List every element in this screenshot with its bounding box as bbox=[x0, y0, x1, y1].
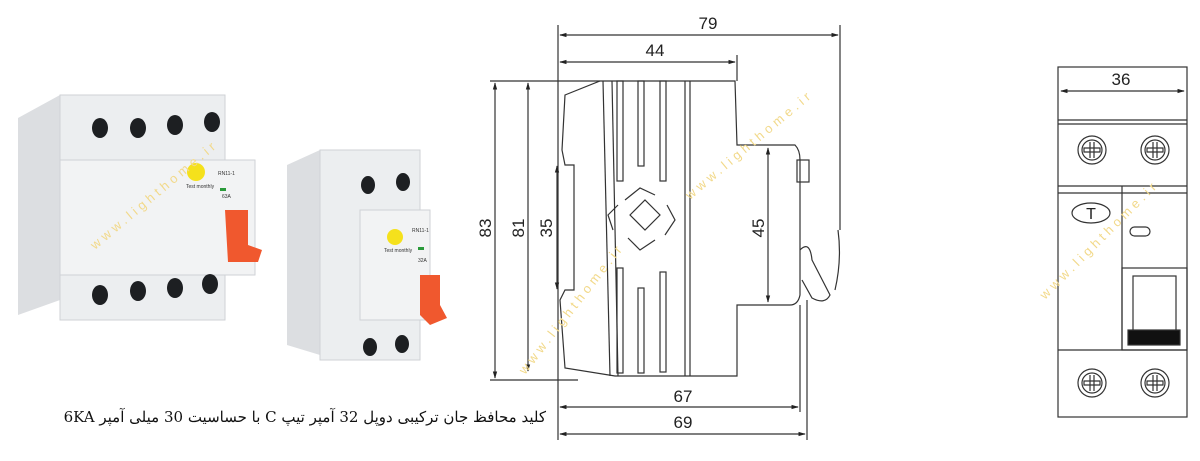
rcd-4pole-photo: RN11-1 Test monthly 63A bbox=[18, 94, 262, 321]
screw-terminal-icon bbox=[1077, 135, 1107, 165]
test-label: Test monthly bbox=[384, 248, 413, 254]
dim-83: 83 bbox=[476, 219, 495, 238]
dim-44: 44 bbox=[646, 41, 665, 60]
handle-icon bbox=[420, 275, 447, 325]
test-button-label: T bbox=[1086, 206, 1096, 223]
test-button-icon bbox=[1071, 202, 1111, 224]
dim-79: 79 bbox=[699, 14, 718, 33]
screw-terminal-icon bbox=[1140, 368, 1170, 398]
model-label: RN11-1 bbox=[218, 171, 235, 177]
screw-terminal-icon bbox=[1077, 368, 1107, 398]
rcd-2pole-photo: RN11-1 Test monthly 32A bbox=[287, 149, 447, 361]
test-button-icon bbox=[387, 229, 403, 245]
test-button-icon bbox=[187, 163, 205, 181]
screw-terminal-icon bbox=[1140, 135, 1170, 165]
watermark: www.lighthome.ir bbox=[682, 87, 817, 203]
front-view-drawing bbox=[1057, 66, 1188, 418]
dim-36: 36 bbox=[1112, 70, 1131, 89]
watermark: www.lighthome.ir bbox=[515, 240, 627, 378]
model-label: RN11-1 bbox=[412, 228, 429, 234]
indicator-icon bbox=[1129, 226, 1151, 237]
dim-35: 35 bbox=[537, 219, 556, 238]
dim-67: 67 bbox=[674, 387, 693, 406]
side-view-drawing bbox=[490, 25, 841, 440]
watermark: www.lighthome.ir bbox=[1036, 177, 1162, 303]
rating-label: 32A bbox=[418, 258, 428, 264]
dim-81: 81 bbox=[509, 219, 528, 238]
rating-label: 63A bbox=[222, 194, 232, 200]
product-caption: کلید محافظ جان ترکیبی دوپل 32 آمپر تیپ C… bbox=[63, 408, 546, 426]
handle-icon bbox=[1127, 329, 1181, 346]
dim-69: 69 bbox=[674, 413, 693, 432]
test-label: Test monthly bbox=[186, 184, 215, 190]
handle-icon bbox=[225, 210, 262, 262]
dim-45: 45 bbox=[749, 219, 768, 238]
